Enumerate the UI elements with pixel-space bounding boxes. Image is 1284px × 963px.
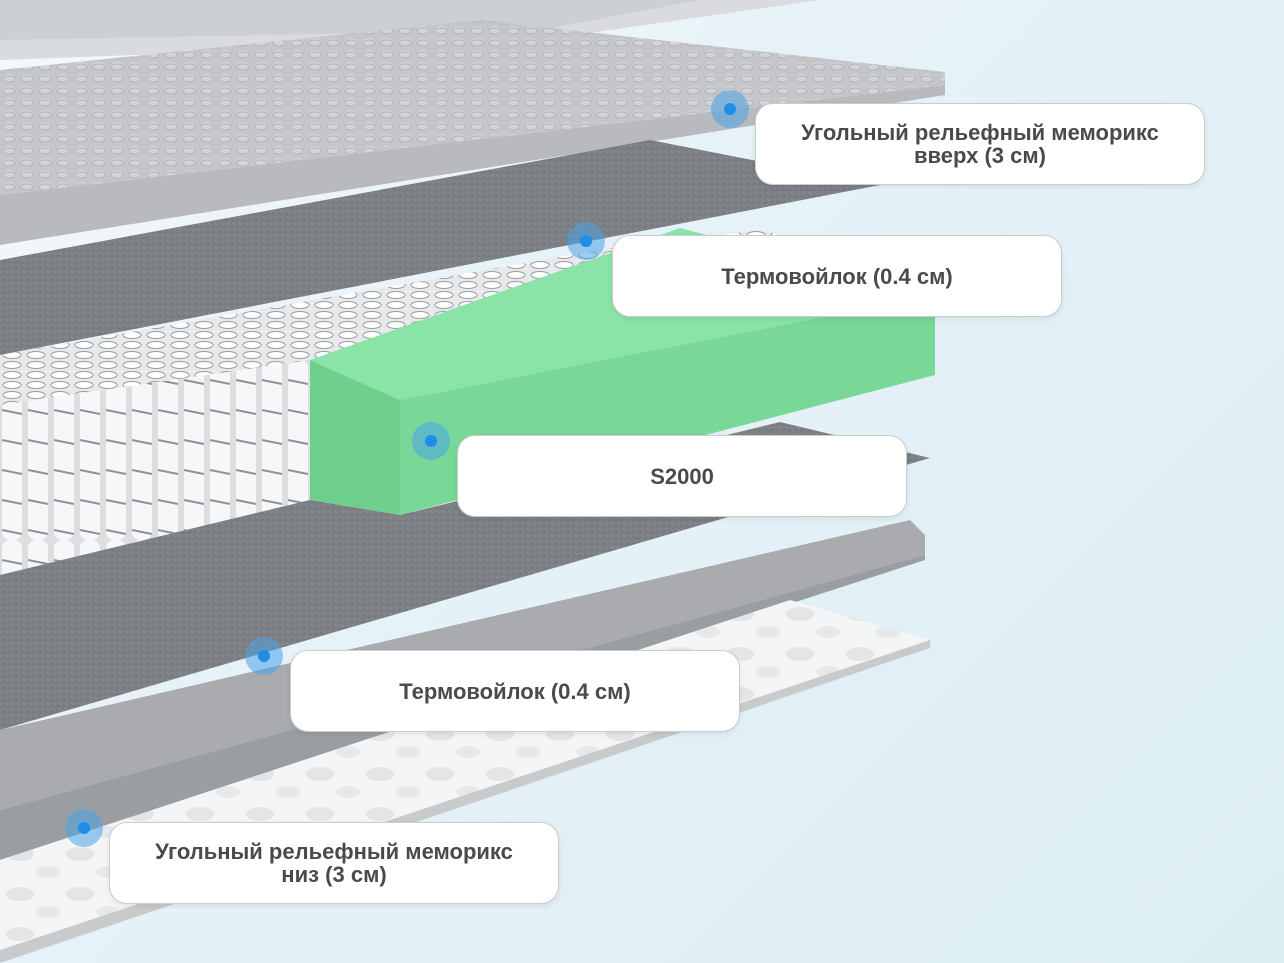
marker-s2000-dot <box>412 422 450 460</box>
marker-felt-top-dot <box>567 222 605 260</box>
callout-s2000: S2000 <box>457 435 907 517</box>
callout-memorix-top-label: Угольный рельефный меморикс вверх (3 см) <box>801 120 1159 168</box>
memorix-top-surface <box>0 20 945 195</box>
felt-top-surface <box>0 140 880 355</box>
marker-memorix-bottom-dot <box>65 809 103 847</box>
memorix-top-edge <box>0 85 945 245</box>
s2000-front <box>310 360 400 515</box>
callout-s2000-label: S2000 <box>650 463 714 489</box>
callout-memorix-top: Угольный рельефный меморикс вверх (3 см) <box>755 103 1205 185</box>
marker-felt-bottom-dot <box>245 637 283 675</box>
callout-felt-top: Термовойлок (0.4 см) <box>612 235 1062 317</box>
callout-felt-top-label: Термовойлок (0.4 см) <box>721 263 953 289</box>
callout-memorix-bottom-label: Угольный рельефный меморикс низ (3 см) <box>155 839 513 887</box>
callout-felt-bottom: Термовойлок (0.4 см) <box>290 650 740 732</box>
spring-block-front <box>0 360 310 575</box>
callout-memorix-bottom: Угольный рельефный меморикс низ (3 см) <box>109 822 559 904</box>
marker-memorix-top-dot <box>711 90 749 128</box>
callout-felt-bottom-label: Термовойлок (0.4 см) <box>399 678 631 704</box>
